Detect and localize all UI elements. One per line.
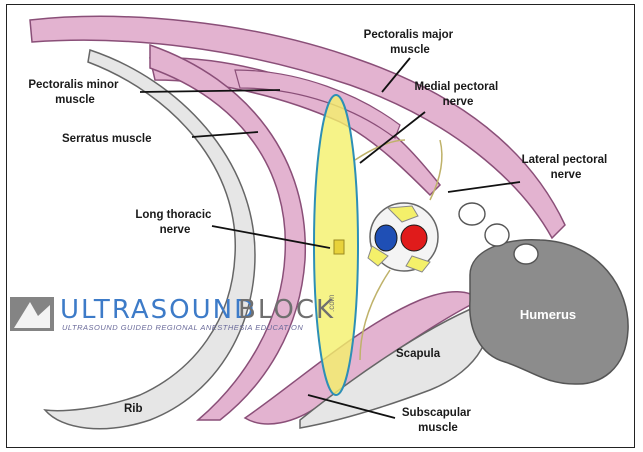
watermark-brand-a: ULTRASOUND xyxy=(60,295,256,325)
pointer-lateral-pectoral xyxy=(448,182,520,192)
long-thoracic-nerve-marker xyxy=(334,240,344,254)
oval-structure xyxy=(459,203,485,225)
watermark-brand-suffix: .com xyxy=(327,294,336,312)
label-serratus: Serratus muscle xyxy=(62,133,152,145)
oval-structure xyxy=(485,224,509,246)
label-pectoralis-minor: Pectoralis minor muscle xyxy=(28,79,121,106)
pointer-long-thoracic xyxy=(212,226,330,248)
oval-structure xyxy=(514,244,538,264)
watermark-brand-b: BLOCK xyxy=(238,295,335,325)
label-pectoralis-major: Pectoralis major muscle xyxy=(364,29,457,56)
axillary-artery xyxy=(401,225,427,251)
label-scapula: Scapula xyxy=(396,348,441,360)
watermark: ULTRASOUND BLOCK .com ULTRASOUND GUIDED … xyxy=(10,294,336,332)
watermark-tagline: ULTRASOUND GUIDED REGIONAL ANESTHESIA ED… xyxy=(62,323,303,332)
label-rib: Rib xyxy=(124,403,143,415)
label-long-thoracic: Long thoracic nerve xyxy=(135,209,214,236)
label-subscapular: Subscapular muscle xyxy=(402,407,474,434)
axillary-vein xyxy=(375,225,397,251)
label-humerus: Humerus xyxy=(520,307,576,322)
